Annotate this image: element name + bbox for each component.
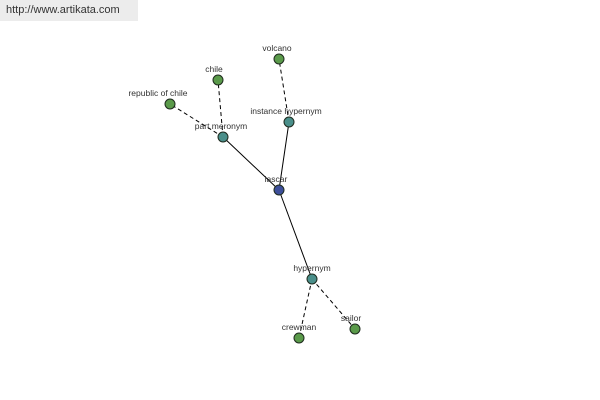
label-part-meronym: part meronym [195, 121, 247, 131]
node-hypernym[interactable] [306, 273, 318, 285]
edge-part-meronym-chile [217, 79, 224, 138]
label-crewman: crewman [282, 322, 317, 332]
node-part-meronym[interactable] [217, 131, 229, 143]
edge-lascar-instance-hypernym [278, 121, 290, 191]
edge-lascar-part-meronym [222, 136, 280, 191]
label-republic-of-chile: republic of chile [128, 88, 187, 98]
node-chile[interactable] [212, 74, 224, 86]
node-republic-of-chile[interactable] [164, 98, 176, 110]
node-instance-hypernym[interactable] [283, 116, 295, 128]
node-crewman[interactable] [293, 332, 305, 344]
label-chile: chile [205, 64, 223, 74]
edge-lascar-hypernym [278, 189, 313, 280]
label-instance-hypernym: instance hypernym [250, 106, 321, 116]
edge-instance-hypernym-volcano [278, 58, 290, 123]
edge-part-meronym-republic-of-chile [169, 103, 224, 138]
label-lascar: lascar [265, 174, 288, 184]
node-lascar[interactable] [273, 184, 285, 196]
site-url-link[interactable]: http://www.artikata.com [6, 4, 120, 16]
edge-hypernym-crewman [298, 278, 313, 339]
label-sailor: sailor [341, 313, 361, 323]
node-volcano[interactable] [273, 53, 285, 65]
node-sailor[interactable] [349, 323, 361, 335]
label-volcano: volcano [262, 43, 292, 53]
url-banner: http://www.artikata.com [0, 0, 138, 21]
label-hypernym: hypernym [293, 263, 330, 273]
edge-hypernym-sailor [311, 278, 356, 330]
